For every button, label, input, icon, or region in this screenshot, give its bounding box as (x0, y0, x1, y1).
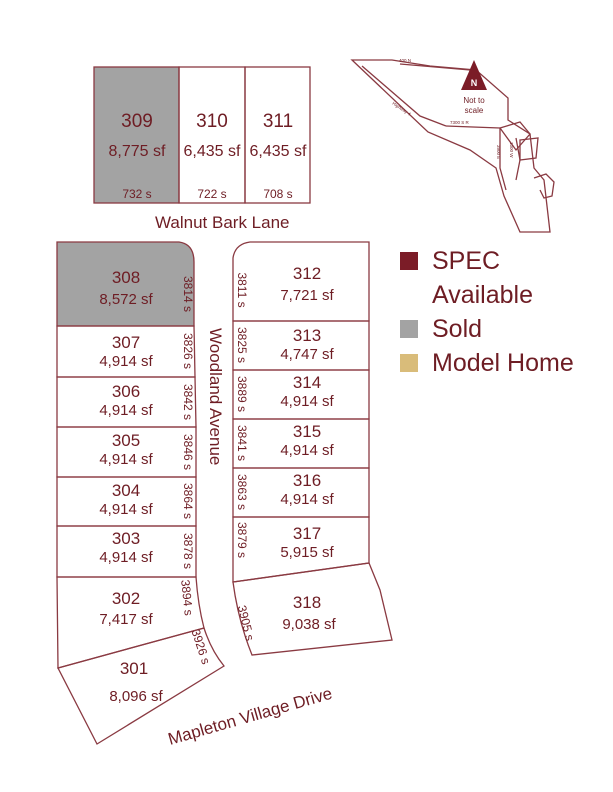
lot-306-address: 3842 s (181, 384, 195, 420)
lot-311-address: 708 s (263, 187, 292, 201)
lot-317-number: 317 (293, 524, 321, 543)
inset-scale: scale (465, 106, 484, 115)
legend-swatch-spec (400, 252, 418, 270)
lot-309-parcel[interactable] (93, 66, 180, 204)
inset-road-north (399, 63, 471, 71)
lot-306-number: 306 (112, 382, 140, 401)
lot-314-number: 314 (293, 373, 321, 392)
lot-308-area: 8,572 sf (99, 291, 153, 308)
lot-317-area: 5,915 sf (280, 544, 334, 561)
legend-swatch-sold (400, 320, 418, 338)
lot-312-address: 3811 s (235, 272, 249, 307)
lot-302-number: 302 (112, 589, 140, 608)
legend-row-available: Available (400, 278, 605, 312)
lot-316-number: 316 (293, 471, 321, 490)
legend-label-available: Available (432, 281, 534, 309)
lot-310-area: 6,435 sf (184, 143, 241, 160)
legend-label-spec: SPEC (432, 247, 501, 275)
lot-307-number: 307 (112, 333, 140, 352)
inset-parcel-a (498, 121, 531, 152)
street-mapleton-village-drive: Mapleton Village Drive (166, 684, 334, 749)
lot-301-address: 3926 s (189, 627, 213, 666)
inset-label-highway: Highway 4 (391, 101, 412, 117)
street-walnut-bark-lane: Walnut Bark Lane (155, 213, 290, 232)
lot-301-area: 8,096 sf (109, 688, 163, 705)
legend-label-model: Model Home (432, 349, 574, 377)
lot-312-area: 7,721 sf (280, 287, 334, 304)
lot-312-number: 312 (293, 264, 321, 283)
locator-inset (350, 59, 555, 233)
lot-308-parcel[interactable] (56, 241, 195, 327)
lot-315-area: 4,914 sf (280, 442, 334, 459)
inset-label-7300s: 7300 S R (450, 120, 470, 125)
lot-317-address: 3879 s (235, 522, 249, 558)
lot-308-address: 3814 s (181, 276, 195, 312)
lot-316-address: 3863 s (235, 474, 249, 510)
legend-row-sold: Sold (400, 312, 605, 346)
lot-315-address: 3841 s (235, 425, 249, 461)
legend: SPEC Available Sold Model Home (400, 244, 605, 380)
north-arrow-icon (461, 60, 487, 90)
lot-304-number: 304 (112, 481, 140, 500)
inset-road-south (499, 128, 507, 191)
lot-309-number: 309 (121, 111, 153, 132)
inset-park-outline (533, 173, 555, 199)
lot-316-area: 4,914 sf (280, 491, 334, 508)
inset-road-east (445, 125, 501, 129)
lot-313-area: 4,747 sf (280, 346, 334, 363)
lot-309-area: 8,775 sf (109, 143, 166, 160)
inset-not-to: Not to (463, 96, 485, 105)
lot-304-area: 4,914 sf (99, 501, 153, 518)
lot-303-address: 3878 s (181, 533, 195, 569)
inset-label-3900e: 3900 E (496, 145, 501, 159)
lot-305-number: 305 (112, 431, 140, 450)
lot-301-parcel[interactable] (57, 627, 225, 745)
lot-305-area: 4,914 sf (99, 451, 153, 468)
lot-303-area: 4,914 sf (99, 549, 153, 566)
lot-315-number: 315 (293, 422, 321, 441)
lot-318-number: 318 (293, 593, 321, 612)
lot-307-area: 4,914 sf (99, 353, 153, 370)
legend-label-sold: Sold (432, 315, 483, 343)
inset-north-letter: N (471, 78, 478, 88)
lot-311-area: 6,435 sf (250, 143, 307, 160)
lot-313-number: 313 (293, 326, 321, 345)
lot-310-address: 722 s (197, 187, 226, 201)
inset-road-highway (361, 65, 447, 127)
lot-301-number: 301 (120, 659, 148, 678)
lot-310-number: 310 (196, 111, 228, 132)
lot-307-address: 3826 s (181, 333, 195, 369)
legend-row-spec: SPEC (400, 244, 605, 278)
street-woodland-avenue: Woodland Avenue (206, 328, 225, 465)
lot-304-address: 3864 s (181, 483, 195, 519)
inset-label-400n: 400 N (399, 58, 411, 63)
lot-318-address: 3905 s (235, 604, 257, 642)
lot-314-address: 3889 s (235, 376, 249, 412)
lot-310-parcel[interactable] (178, 66, 246, 204)
lot-309-address: 732 s (122, 187, 151, 201)
lot-311-parcel[interactable] (244, 66, 311, 204)
lot-306-area: 4,914 sf (99, 402, 153, 419)
lot-318-parcel[interactable] (232, 562, 393, 656)
lot-302-area: 7,417 sf (99, 611, 153, 628)
lot-302-address: 3894 s (178, 579, 196, 616)
lot-305-address: 3846 s (181, 434, 195, 470)
lot-303-number: 303 (112, 529, 140, 548)
inset-parcel-b (519, 137, 539, 161)
legend-row-model: Model Home (400, 346, 605, 380)
lot-311-number: 311 (263, 111, 293, 132)
inset-label-1300w: 1300 W (509, 142, 514, 158)
lot-308-number: 308 (112, 268, 140, 287)
lot-314-area: 4,914 sf (280, 393, 334, 410)
legend-swatch-model (400, 354, 418, 372)
lot-313-address: 3825 s (235, 327, 249, 363)
lot-318-area: 9,038 sf (282, 616, 336, 633)
